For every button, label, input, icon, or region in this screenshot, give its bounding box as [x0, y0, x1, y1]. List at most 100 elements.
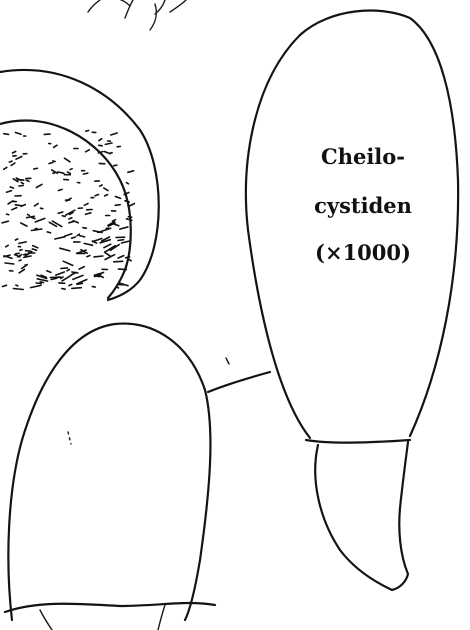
stipple-mark — [22, 265, 27, 268]
stipple-mark — [84, 243, 92, 245]
stipple-mark — [16, 157, 22, 160]
stipple-mark — [69, 284, 72, 285]
stipple-mark — [53, 173, 55, 174]
stipple-mark — [70, 169, 72, 170]
basidium-cell — [5, 324, 229, 630]
stipple-mark — [35, 228, 37, 229]
stipple-mark — [35, 204, 39, 206]
stipple-mark — [36, 283, 41, 284]
stipple-mark — [8, 201, 13, 204]
stipple-mark — [15, 255, 20, 257]
stipple-mark — [115, 224, 119, 226]
stipple-mark — [16, 285, 18, 286]
stipple-mark — [21, 183, 23, 184]
stipple-mark — [47, 232, 50, 233]
stipple-mark — [12, 208, 17, 210]
stipple-mark — [127, 183, 129, 184]
stipple-mark — [5, 263, 14, 264]
stipple-mark — [115, 205, 120, 206]
stipple-mark — [61, 268, 68, 269]
stipple-mark — [99, 145, 102, 146]
stipple-mark — [87, 256, 90, 257]
stipple-mark — [2, 221, 8, 223]
stipple-mark — [54, 145, 57, 147]
stipple-mark — [32, 218, 35, 219]
stipple-mark — [114, 165, 117, 166]
stipple-mark — [15, 205, 22, 206]
stipple-mark — [7, 214, 9, 215]
stipple-mark — [79, 267, 84, 270]
stipple-mark — [128, 171, 134, 173]
stipple-mark — [112, 220, 115, 221]
stipple-mark — [92, 287, 95, 288]
stipple-mark — [73, 275, 83, 279]
stipple-mark — [92, 241, 96, 243]
stipple-mark — [105, 253, 111, 257]
stipple-mark — [118, 256, 124, 259]
cheilocystidium — [246, 11, 458, 590]
stipple-mark — [34, 168, 38, 169]
spore-section — [0, 70, 159, 300]
pointer-line — [208, 372, 270, 392]
stipple-mark — [55, 237, 65, 239]
stipple-mark — [62, 275, 71, 281]
stipple-mark — [117, 287, 119, 288]
stipple-mark — [9, 161, 12, 162]
stipple-mark — [95, 195, 98, 196]
stipple-mark — [15, 239, 17, 240]
stipple-mark — [60, 248, 70, 251]
stipple-mark — [6, 245, 9, 247]
stipple-mark — [36, 184, 42, 187]
stipple-mark — [80, 236, 85, 237]
stipple-mark — [105, 195, 108, 196]
stipple-mark — [52, 221, 61, 227]
stipple-mark — [53, 161, 55, 162]
stipple-mark — [51, 278, 57, 279]
stipple-mark — [63, 261, 72, 265]
stipple-mark — [21, 223, 27, 226]
stipple-mark — [86, 150, 90, 152]
hyphae-fragment — [88, 0, 186, 30]
stipple-mark — [33, 246, 38, 248]
stipple-mark — [10, 187, 13, 188]
stipple-mark — [99, 139, 102, 141]
stipple-mark — [15, 133, 21, 135]
stipple-mark — [72, 288, 81, 289]
stipple-mark — [31, 285, 41, 287]
stipple-mark — [65, 234, 72, 236]
stipple-mark — [62, 289, 65, 290]
stipple-mark — [7, 191, 12, 193]
stipple-mark — [104, 152, 110, 154]
stipple-mark — [126, 257, 130, 258]
stipple-mark — [26, 251, 31, 252]
stipple-texture — [2, 131, 134, 290]
stipple-mark — [86, 131, 89, 132]
stipple-mark — [83, 173, 87, 174]
stipple-mark — [58, 189, 62, 190]
stipple-mark — [67, 270, 69, 271]
stipple-mark — [72, 272, 78, 273]
stipple-mark — [13, 289, 23, 290]
stipple-mark — [69, 221, 74, 223]
stipple-mark — [26, 180, 29, 181]
stipple-mark — [118, 240, 124, 241]
stipple-mark — [13, 151, 16, 153]
stipple-mark — [104, 188, 108, 191]
stipple-mark — [83, 228, 87, 229]
stipple-mark — [19, 260, 21, 261]
stipple-mark — [104, 244, 111, 248]
stipple-mark — [122, 241, 130, 243]
label-line-2: cystiden — [288, 195, 438, 216]
stipple-mark — [114, 261, 123, 262]
stipple-mark — [49, 163, 53, 164]
stipple-mark — [4, 167, 7, 169]
stipple-mark — [101, 228, 111, 231]
stipple-mark — [94, 256, 103, 257]
stipple-mark — [3, 285, 7, 286]
stipple-mark — [41, 208, 43, 209]
stipple-mark — [67, 172, 70, 174]
stipple-mark — [120, 227, 128, 229]
stipple-mark — [19, 186, 23, 187]
stipple-mark — [47, 271, 51, 273]
